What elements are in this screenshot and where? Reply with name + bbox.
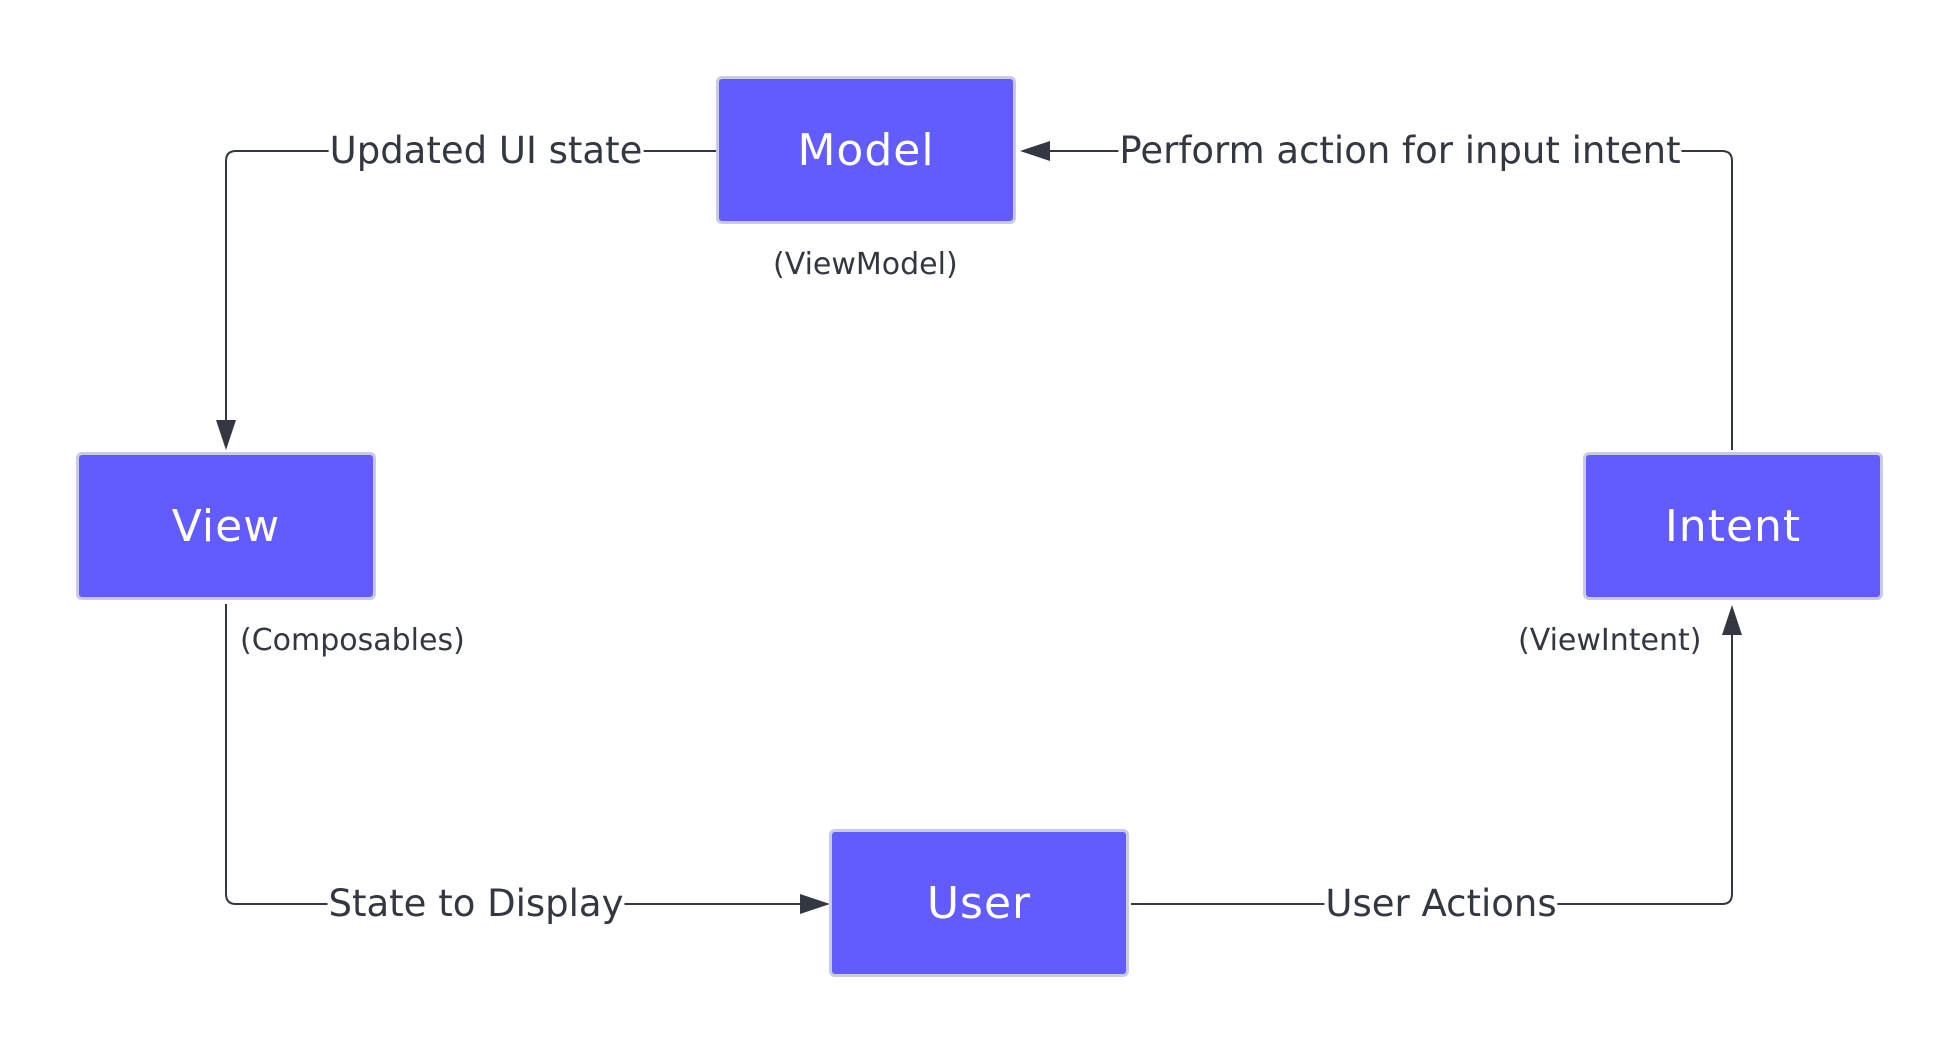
node-view: View [76,452,376,600]
node-model: Model [716,76,1016,224]
node-view-label: View [171,500,281,552]
edge-label-perform-action: Perform action for input intent [1118,129,1682,173]
node-view-caption: (Composables) [240,623,465,658]
node-model-label: Model [797,124,935,176]
node-user-label: User [926,877,1032,929]
edge-intent-to-model-line [1045,150,1733,450]
edge-label-state-to-display: State to Display [327,882,625,926]
node-user: User [829,829,1129,977]
edge-label-user-actions: User Actions [1324,882,1558,926]
edge-intent-to-model-arrowhead [1020,141,1050,161]
node-intent: Intent [1583,452,1883,600]
node-model-caption: (ViewModel) [773,247,958,282]
edge-user-to-intent-line [1131,630,1733,905]
edge-model-to-view-arrowhead [216,420,236,450]
edge-view-to-user-arrowhead [800,894,830,914]
edge-model-to-view-line [225,150,716,425]
edge-view-to-user-line [225,604,805,905]
edge-user-to-intent-arrowhead [1722,605,1742,635]
node-intent-caption: (ViewIntent) [1518,623,1702,658]
edge-label-updated-ui-state: Updated UI state [328,129,644,173]
node-intent-label: Intent [1664,500,1802,552]
